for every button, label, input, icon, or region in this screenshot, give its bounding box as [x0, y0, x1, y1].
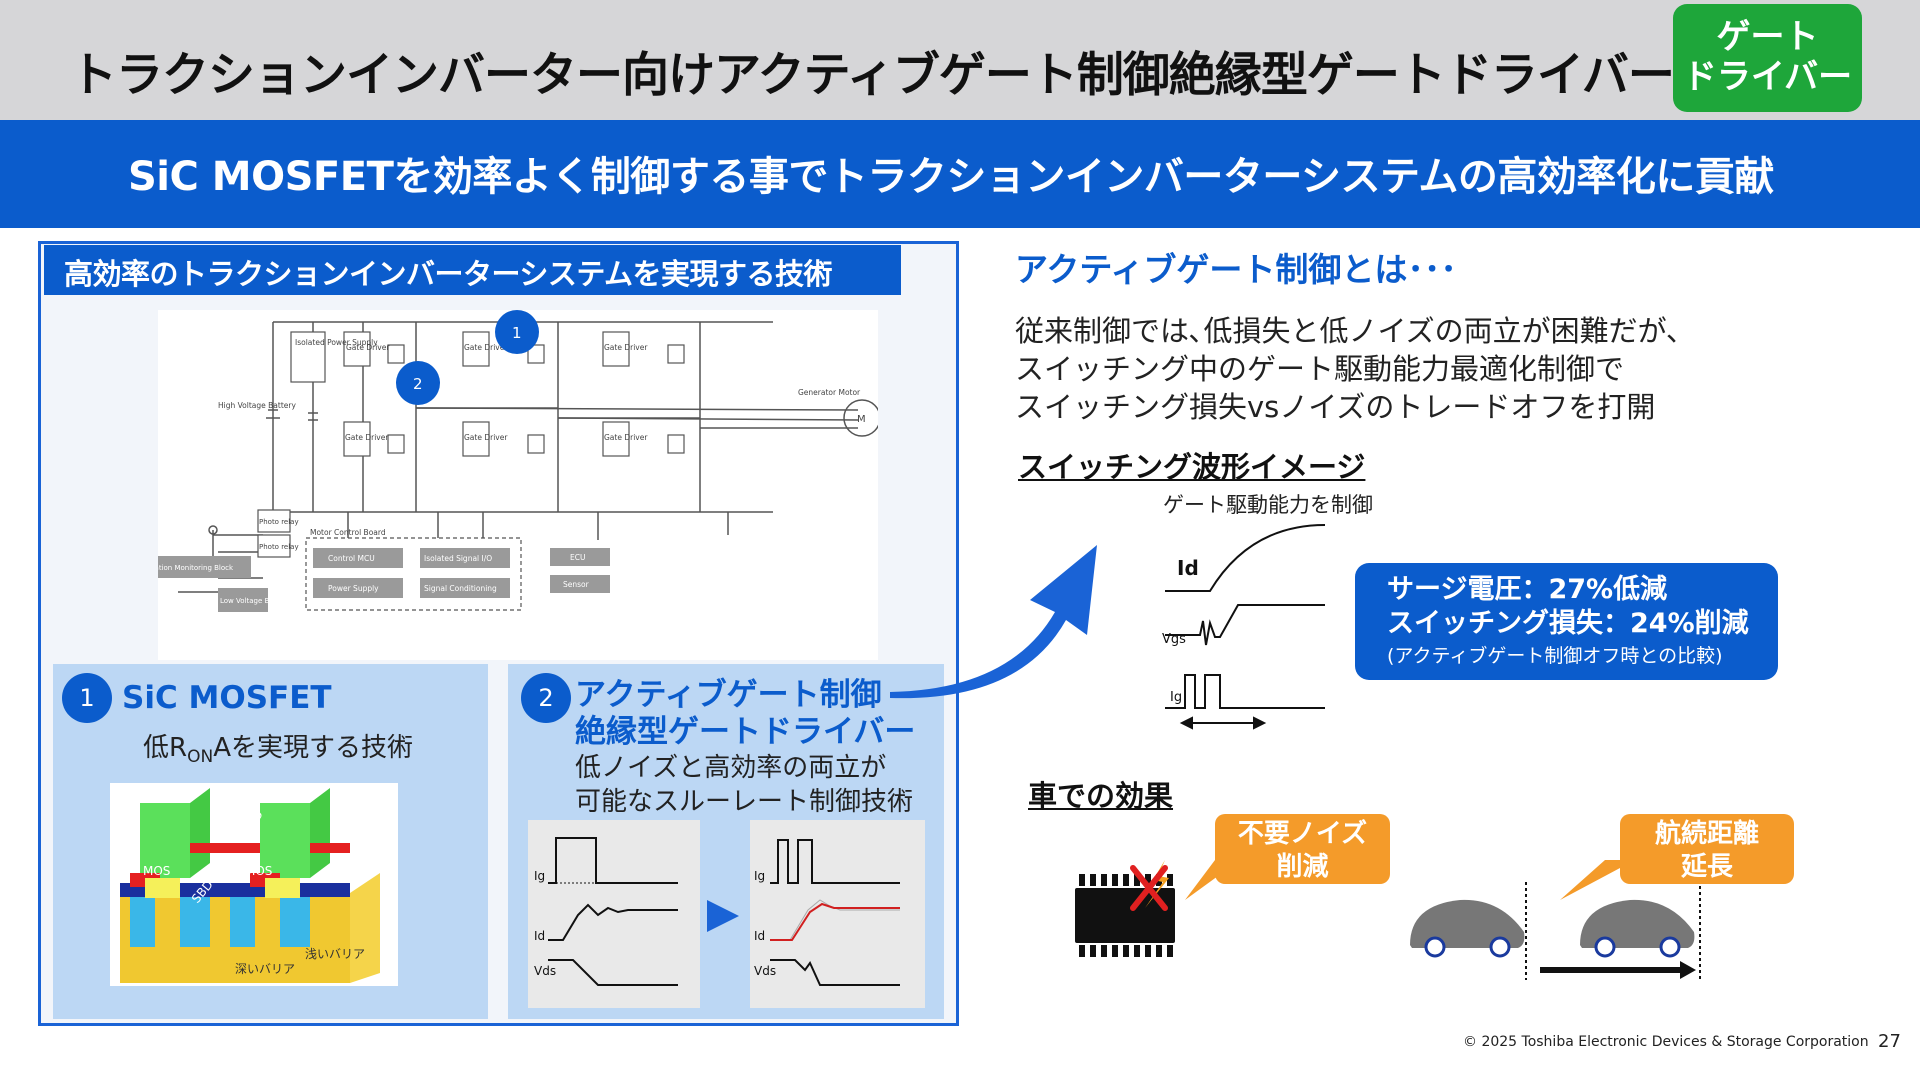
page-title: トラクションインバーター向けアクティブゲート制御絶縁型ゲートドライバー [70, 48, 1675, 103]
diagram-photo-relay: Photo relay [259, 518, 299, 526]
category-tag: ゲート ドライバー [1673, 4, 1862, 112]
card2-title-line2: 絶縁型ゲートドライバー [575, 714, 916, 750]
sic-label-shallow-barrier: 浅いバリア [305, 947, 365, 961]
improvement-result-box: サージ電圧：27%低減 スイッチング損失：24%削減 (アクティブゲート制御オフ… [1355, 563, 1778, 680]
noise-reduction-callout: 不要ノイズ 削減 [1215, 814, 1390, 884]
diagram-gate-driver: Gate Driver [464, 343, 508, 352]
callout1-line2: 削減 [1276, 852, 1329, 882]
card2-title-line1: アクティブゲート制御 [575, 677, 882, 713]
subtitle-banner: SiC MOSFETを効率よく制御する事でトラクションインバーターシステムの高効… [0, 120, 1920, 228]
wave-a-vds-label: Vds [534, 964, 556, 978]
diagram-motor-control-board: Motor Control Board [310, 528, 386, 537]
switching-waveform-title: スイッチング波形イメージ [1018, 450, 1366, 484]
wave-b-ig-label: Ig [754, 869, 765, 883]
card2-description-line1: 低ノイズと高効率の両立が [575, 753, 887, 783]
diagram-generator-motor: Generator Motor [798, 388, 861, 397]
diagram-motor-symbol: M [857, 414, 866, 425]
comparison-note: (アクティブゲート制御オフ時との比較) [1387, 645, 1723, 667]
car-effect-title: 車での効果 [1028, 779, 1174, 813]
conventional-waveform-graph: Ig Id Vds [528, 820, 700, 1008]
diagram-marker-2 [396, 361, 440, 405]
explanation-line-2: スイッチング中のゲート駆動能力最適化制御で [1015, 352, 1625, 386]
waveform-ig-label: Ig [1170, 690, 1182, 705]
active-gate-waveform-graph: Ig Id Vds [750, 820, 925, 1008]
diagram-photo-relay: Photo relay [259, 543, 299, 551]
card1-desc-sub: ON [187, 747, 214, 768]
range-extension-callout: 航続距離 延長 [1620, 814, 1794, 884]
diagram-high-voltage-battery: High Voltage Battery [218, 401, 296, 410]
explanation-line-3: スイッチング損失vsノイズのトレードオフを打開 [1015, 390, 1656, 424]
card1-description: 低RONAを実現する技術 [143, 727, 413, 767]
waveform-vgs-label: Vgs [1162, 632, 1186, 647]
diagram-marker-1-label: 1 [512, 324, 522, 342]
switching-loss-reduction: スイッチング損失：24%削減 [1387, 608, 1749, 639]
diagram-insulation-monitoring: Insulation Monitoring Block [158, 564, 234, 572]
card1-title: SiC MOSFET [122, 680, 332, 716]
diagram-control-mcu: Control MCU [328, 554, 375, 563]
page-number: 27 [1878, 1031, 1901, 1052]
title-bar [0, 0, 1920, 120]
sic-mosfet-structure-image: MOS MOS SBD SBD SBD 深いバリア 浅いバリア [110, 783, 398, 986]
explanation-line-1: 従来制御では､低損失と低ノイズの両立が困難だが､ [1015, 314, 1682, 348]
noisy-chip-icon [1075, 860, 1175, 957]
card1-desc-post: Aを実現する技術 [213, 733, 413, 763]
diagram-power-supply: Power Supply [328, 584, 379, 593]
technology-panel-header: 高効率のトラクションインバーターシステムを実現する技術 [44, 245, 901, 295]
wave-b-vds-label: Vds [754, 964, 776, 978]
inverter-system-diagram: Isolated Power Supply Gate Driver Gate D… [158, 310, 878, 660]
diagram-gate-driver: Gate Driver [604, 433, 648, 442]
switching-waveform-image: Id Vgs Ig [1162, 524, 1326, 730]
sic-label-mos: MOS [245, 864, 272, 878]
diagram-low-voltage-battery: Low Voltage Battery [220, 597, 290, 605]
card2-description-line2: 可能なスルーレート制御技術 [575, 787, 914, 817]
active-gate-control-title: アクティブゲート制御とは･･･ [1015, 250, 1457, 289]
gate-drive-control-label: ゲート駆動能力を制御 [1163, 493, 1373, 517]
callout2-line2: 延長 [1680, 852, 1733, 882]
diagram-gate-driver: Gate Driver [464, 433, 508, 442]
diagram-marker-1 [495, 310, 539, 354]
card1-number-badge: 1 [62, 673, 112, 723]
surge-voltage-reduction: サージ電圧：27%低減 [1387, 574, 1668, 605]
sic-label-mos: MOS [143, 864, 170, 878]
car-range-extension-image [1410, 880, 1701, 980]
category-tag-line1: ゲート [1716, 17, 1819, 57]
diagram-isolated-signal-io: Isolated Signal I/O [424, 554, 492, 563]
diagram-gate-driver: Gate Driver [604, 343, 648, 352]
wave-a-ig-label: Ig [534, 869, 545, 883]
diagram-gate-driver: Gate Driver [345, 433, 389, 442]
diagram-isolated-power-supply: Isolated Power Supply [295, 338, 378, 347]
callout2-pointer [1560, 860, 1635, 900]
card1-desc-pre: 低R [143, 733, 188, 763]
diagram-ecu: ECU [570, 553, 585, 562]
copyright-footer: © 2025 Toshiba Electronic Devices & Stor… [1463, 1034, 1869, 1050]
diagram-marker-2-label: 2 [413, 375, 423, 393]
diagram-sensor: Sensor [563, 580, 590, 589]
sic-label-sbd: SBD [349, 848, 376, 876]
wave-b-id-label: Id [754, 929, 765, 943]
callout1-line1: 不要ノイズ [1237, 819, 1368, 849]
wave-a-id-label: Id [534, 929, 545, 943]
diagram-gate-driver: Gate Driver [346, 343, 390, 352]
sic-label-deep-barrier: 深いバリア [235, 962, 295, 976]
card2-number-badge: 2 [521, 673, 571, 723]
play-triangle-icon [707, 900, 739, 932]
curved-arrow-icon [890, 545, 1097, 699]
diagram-signal-conditioning: Signal Conditioning [424, 584, 497, 593]
waveform-id-label: Id [1177, 556, 1199, 580]
callout2-line1: 航続距離 [1654, 819, 1759, 849]
category-tag-line2: ドライバー [1682, 57, 1853, 97]
